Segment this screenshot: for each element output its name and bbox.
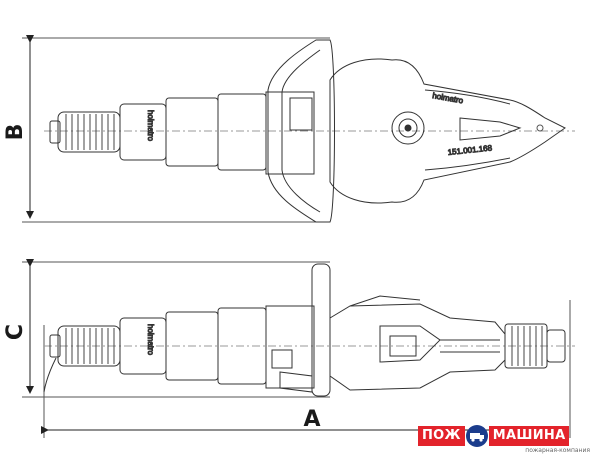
tool-side-view: holmatro xyxy=(43,263,575,397)
side-collar-mark: holmatro xyxy=(146,324,155,356)
dimension-c xyxy=(22,259,330,398)
top-collar-mark: holmatro xyxy=(146,110,155,142)
brand-logo: ПОЖ МАШИНА пожарная-компания xyxy=(418,425,590,456)
logo-right-word: МАШИНА xyxy=(488,426,570,446)
dimension-a-label: A xyxy=(303,407,320,432)
logo-tagline: пожарная-компания xyxy=(525,447,590,454)
fire-truck-icon xyxy=(465,425,488,447)
dimension-c-label: C xyxy=(3,324,28,340)
brand-label: holmatro xyxy=(432,91,465,105)
dimension-b-label: B xyxy=(3,124,28,141)
serial-label: 151.001.168 xyxy=(447,143,493,157)
dimension-b xyxy=(22,35,330,223)
tool-top-view: holmatro holmatro 151.001.168 xyxy=(44,39,575,223)
logo-row: ПОЖ МАШИНА xyxy=(418,425,590,447)
logo-left-word: ПОЖ xyxy=(418,426,465,446)
